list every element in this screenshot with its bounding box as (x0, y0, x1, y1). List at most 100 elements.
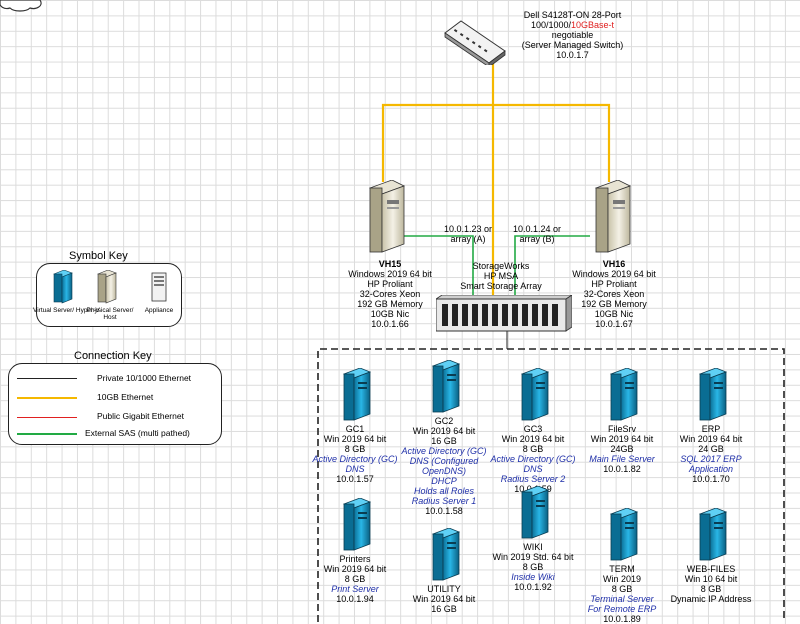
vm-os: Win 2019 64 bit (323, 564, 387, 574)
host-cpu: 32-Cores Xeon (359, 289, 421, 299)
host-memory: 192 GB Memory (357, 299, 423, 309)
network-switch-icon (444, 20, 506, 65)
vm-name: WIKI (523, 542, 543, 552)
vm-name: GC3 (523, 424, 543, 434)
vm-os: Win 2019 64 bit (412, 426, 476, 436)
vm-ip: 10.0.1.94 (336, 594, 374, 604)
host-os: Windows 2019 64 bit (348, 269, 432, 279)
private-ethernet-swatch (17, 378, 77, 379)
vm-role: SQL 2017 ERP (680, 454, 742, 464)
vm-name: GC1 (345, 424, 365, 434)
sas-swatch (17, 433, 77, 435)
host-vh16: VH16 Windows 2019 64 bit HP Proliant 32-… (560, 259, 668, 329)
disk-slot (552, 304, 558, 326)
disk-slot (442, 304, 448, 326)
vm-role: Active Directory (GC) (312, 454, 398, 464)
connection-key-label: 10GB Ethernet (97, 392, 154, 402)
vm-name: FileSrv (607, 424, 636, 434)
vm-ram: 8 GB (700, 584, 722, 594)
ethernet-10gb-lines (381, 60, 611, 300)
sas-array: array (B) (519, 234, 555, 244)
switch-speeds: 100/1000/10GBase-t (530, 20, 615, 30)
disk-slot (462, 304, 468, 326)
physical-server-icon (594, 180, 632, 253)
symbol-key-title: Symbol Key (69, 250, 128, 262)
appliance-icon (151, 272, 167, 302)
sas-label-b: 10.0.1.24 or array (B) (507, 224, 567, 244)
vm-ram: 8 GB (344, 444, 366, 454)
storage-brand: StorageWorks (472, 261, 530, 271)
storage-model: HP MSA (483, 271, 519, 281)
vm-role: For Remote ERP (587, 604, 657, 614)
vm-role: Holds all Roles (413, 486, 475, 496)
vm-role: DHCP (431, 476, 457, 486)
vm-role: DNS (345, 464, 365, 474)
virtual-server-icon (609, 508, 639, 561)
vm-role: Main File Server (589, 454, 655, 464)
switch-label: Dell S4128T-ON 28-Port 100/1000/10GBase-… (500, 10, 645, 60)
virtual-server-icon (342, 368, 372, 421)
vm-role: Inside Wiki (511, 572, 555, 582)
vm-role: Active Directory (GC) (490, 454, 576, 464)
vm-os: Win 2019 64 bit (412, 594, 476, 604)
vm-ram: 8 GB (522, 562, 544, 572)
disk-slot (542, 304, 548, 326)
host-name: VH16 (602, 259, 626, 269)
connection-key-box: Private 10/1000 Ethernet 10GB Ethernet P… (8, 363, 222, 445)
public-ethernet-swatch (17, 417, 77, 418)
connection-key-label: External SAS (multi pathed) (85, 428, 190, 438)
connection-key-label: Private 10/1000 Ethernet (97, 373, 192, 383)
vm-role: DNS (Configured (409, 456, 479, 466)
switch-negotiation: negotiable (551, 30, 594, 40)
disk-slot (512, 304, 518, 326)
vm-os: Win 2019 64 bit (590, 434, 654, 444)
vm-os: Win 2019 Std. 64 bit (492, 552, 574, 562)
virtual-server-icon (431, 528, 461, 581)
vm-ip: Dynamic IP Address (670, 594, 752, 604)
disk-slot (452, 304, 458, 326)
cloud-icon (0, 0, 42, 12)
vm-ip: 10.0.1.57 (336, 474, 374, 484)
vm-name: GC2 (434, 416, 454, 426)
vm-ip: 10.0.1.92 (514, 582, 552, 592)
disk-slot (482, 304, 488, 326)
disk-slot (522, 304, 528, 326)
host-memory: 192 GB Memory (581, 299, 647, 309)
vm-os: Win 2019 64 bit (323, 434, 387, 444)
symbol-physical-label: Physical Server/ Host (86, 307, 134, 321)
physical-server-icon (97, 270, 117, 304)
storage-type: Smart Storage Array (460, 281, 542, 291)
virtual-server-icon (698, 368, 728, 421)
switch-ip: 10.0.1.7 (556, 50, 589, 60)
disk-slot (502, 304, 508, 326)
switch-model: Dell S4128T-ON 28-Port (523, 10, 622, 20)
vm-ip: 10.0.1.82 (603, 464, 641, 474)
vm-os: Win 10 64 bit (684, 574, 738, 584)
sas-lines (403, 235, 590, 296)
sas-array: array (A) (450, 234, 486, 244)
sas-ip: 10.0.1.24 or (512, 224, 562, 234)
vm-ram: 16 GB (431, 604, 457, 614)
vm-role: Print Server (331, 584, 379, 594)
sas-label-a: 10.0.1.23 or array (A) (438, 224, 498, 244)
disk-slot (492, 304, 498, 326)
vm-ram: 8 GB (522, 444, 544, 454)
connection-key-label: Public Gigabit Ethernet (97, 411, 184, 421)
virtual-server-icon (431, 360, 461, 413)
virtual-server-icon (609, 368, 639, 421)
virtual-server-icon (53, 270, 73, 304)
disk-slot (472, 304, 478, 326)
host-vh15: VH15 Windows 2019 64 bit HP Proliant 32-… (336, 259, 444, 329)
vm-ram: 8 GB (344, 574, 366, 584)
disk-slot (532, 304, 538, 326)
